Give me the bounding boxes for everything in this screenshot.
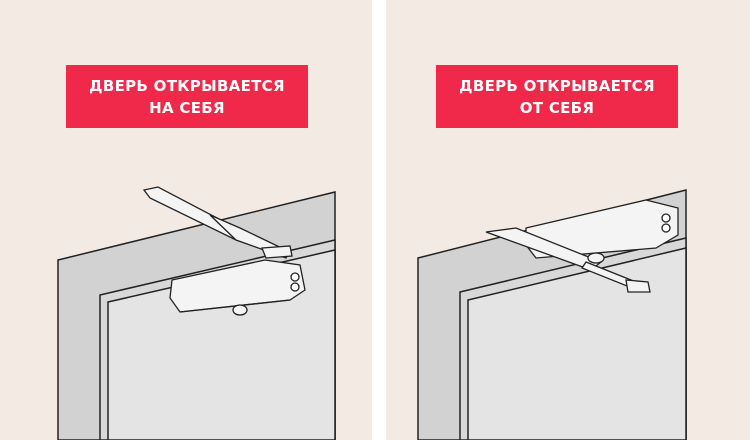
title-line2: НА СЕБЯ [149,98,225,117]
title-badge-push: ДВЕРЬ ОТКРЫВАЕТСЯ ОТ СЕБЯ [436,65,678,128]
door-closer-icon [142,186,306,316]
panel-pull-door: ДВЕРЬ ОТКРЫВАЕТСЯ НА СЕБЯ [0,0,372,440]
door-closer-icon [485,199,679,293]
title-line1: ДВЕРЬ ОТКРЫВАЕТСЯ [89,76,285,95]
title-badge-pull: ДВЕРЬ ОТКРЫВАЕТСЯ НА СЕБЯ [66,65,308,128]
title-line1: ДВЕРЬ ОТКРЫВАЕТСЯ [459,76,655,95]
title-line2: ОТ СЕБЯ [519,98,595,117]
door-closer-pull-illustration [57,186,336,440]
panel-push-door: ДВЕРЬ ОТКРЫВАЕТСЯ ОТ СЕБЯ [386,0,750,440]
door-closer-push-illustration [417,189,687,440]
